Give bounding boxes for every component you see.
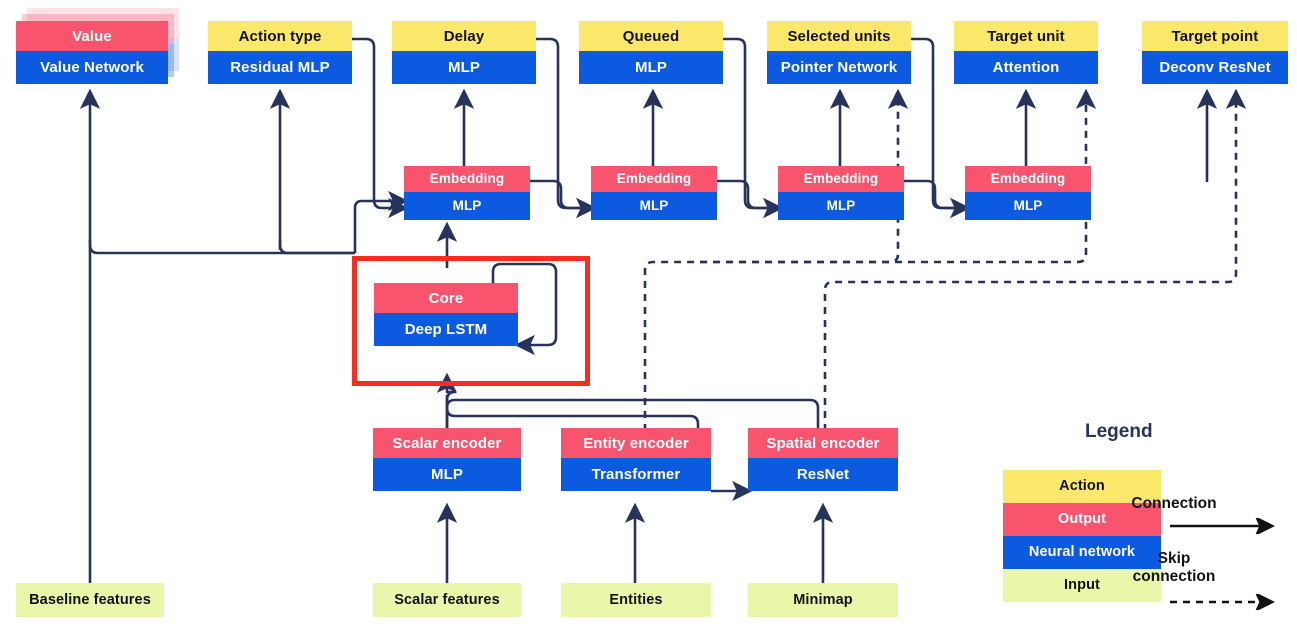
node-scalar-encoder[interactable]: Scalar encoder MLP [373, 428, 521, 491]
node-selected-units-network: Pointer Network [767, 51, 911, 84]
node-input-minimap[interactable]: Minimap [748, 583, 898, 617]
legend-skip-label: Skip connection [1132, 550, 1216, 585]
node-input-entities-label: Entities [561, 583, 711, 617]
node-embedding-2[interactable]: Embedding MLP [591, 166, 717, 220]
legend-connection-label: Connection [1131, 495, 1217, 512]
node-queued[interactable]: Queued MLP [579, 21, 723, 84]
node-embedding-1[interactable]: Embedding MLP [404, 166, 530, 220]
node-core[interactable]: Core Deep LSTM [374, 283, 518, 346]
node-value-network: Value Network [16, 51, 168, 84]
wire-embedding3-to-embedding4 [904, 179, 971, 219]
node-value-action: Value [16, 21, 168, 51]
legend-swatch-action: Action [1003, 470, 1161, 503]
node-target-unit-action: Target unit [954, 21, 1098, 51]
legend-skip-arrow [1170, 594, 1275, 610]
node-entity-encoder-output: Entity encoder [561, 428, 711, 458]
legend-swatch-stack: Action Output Neural network Input [1003, 470, 1161, 602]
node-queued-action: Queued [579, 21, 723, 51]
node-selected-units-action: Selected units [767, 21, 911, 51]
node-embedding-1-output: Embedding [404, 166, 530, 192]
legend-connection-arrow [1170, 518, 1275, 534]
node-scalar-encoder-output: Scalar encoder [373, 428, 521, 458]
legend-swatch-output: Output [1003, 503, 1161, 536]
node-entity-encoder-network: Transformer [561, 458, 711, 491]
wire-actiontype-to-embedding1 [352, 37, 409, 219]
node-spatial-encoder[interactable]: Spatial encoder ResNet [748, 428, 898, 491]
node-spatial-encoder-output: Spatial encoder [748, 428, 898, 458]
node-target-point[interactable]: Target point Deconv ResNet [1142, 21, 1288, 84]
node-delay-network: MLP [392, 51, 536, 84]
node-input-minimap-label: Minimap [748, 583, 898, 617]
wire-selected-to-embedding4 [911, 37, 971, 219]
node-target-point-action: Target point [1142, 21, 1288, 51]
wire-embedding1-to-embedding2 [530, 179, 597, 219]
wire-core-recurrent-loop [491, 262, 558, 356]
node-input-scalar-features[interactable]: Scalar features [373, 583, 521, 617]
node-selected-units[interactable]: Selected units Pointer Network [767, 21, 911, 84]
wire-spatial-merge-to-core [445, 398, 820, 470]
node-input-scalar-features-label: Scalar features [373, 583, 521, 617]
node-action-type[interactable]: Action type Residual MLP [208, 21, 352, 84]
node-action-type-action: Action type [208, 21, 352, 51]
node-embedding-1-network: MLP [404, 192, 530, 220]
node-embedding-4-network: MLP [965, 192, 1091, 220]
node-scalar-encoder-network: MLP [373, 458, 521, 491]
node-spatial-encoder-network: ResNet [748, 458, 898, 491]
node-embedding-4-output: Embedding [965, 166, 1091, 192]
node-embedding-3[interactable]: Embedding MLP [778, 166, 904, 220]
node-target-unit[interactable]: Target unit Attention [954, 21, 1098, 84]
node-input-baseline-features[interactable]: Baseline features [16, 583, 164, 617]
node-value[interactable]: Value Value Network [16, 21, 168, 84]
wire-queued-to-embedding3 [723, 37, 784, 219]
node-target-unit-network: Attention [954, 51, 1098, 84]
node-embedding-2-output: Embedding [591, 166, 717, 192]
node-action-type-network: Residual MLP [208, 51, 352, 84]
skip-to-attention [700, 88, 1097, 264]
node-input-baseline-features-label: Baseline features [16, 583, 164, 617]
wire-bus-left-segment [88, 240, 355, 255]
node-delay[interactable]: Delay MLP [392, 21, 536, 84]
node-entity-encoder[interactable]: Entity encoder Transformer [561, 428, 711, 491]
node-delay-action: Delay [392, 21, 536, 51]
legend-title: Legend [1085, 421, 1153, 442]
core-highlight-box [352, 256, 590, 386]
node-embedding-3-output: Embedding [778, 166, 904, 192]
skip-entity-to-pointer-network [643, 88, 909, 470]
node-embedding-2-network: MLP [591, 192, 717, 220]
skip-spatial-to-deconv-resnet [823, 88, 1247, 470]
node-input-entities[interactable]: Entities [561, 583, 711, 617]
node-embedding-3-network: MLP [778, 192, 904, 220]
wire-embedding2-to-embedding3 [717, 179, 784, 219]
wire-core-to-embedding-1 [353, 190, 409, 253]
node-embedding-4[interactable]: Embedding MLP [965, 166, 1091, 220]
node-core-output: Core [374, 283, 518, 313]
node-core-network: Deep LSTM [374, 313, 518, 346]
node-queued-network: MLP [579, 51, 723, 84]
legend-swatch-neural-network: Neural network [1003, 536, 1161, 569]
node-target-point-network: Deconv ResNet [1142, 51, 1288, 84]
legend-swatch-input: Input [1003, 569, 1161, 602]
wire-bus-actiontype-segment [278, 240, 355, 255]
